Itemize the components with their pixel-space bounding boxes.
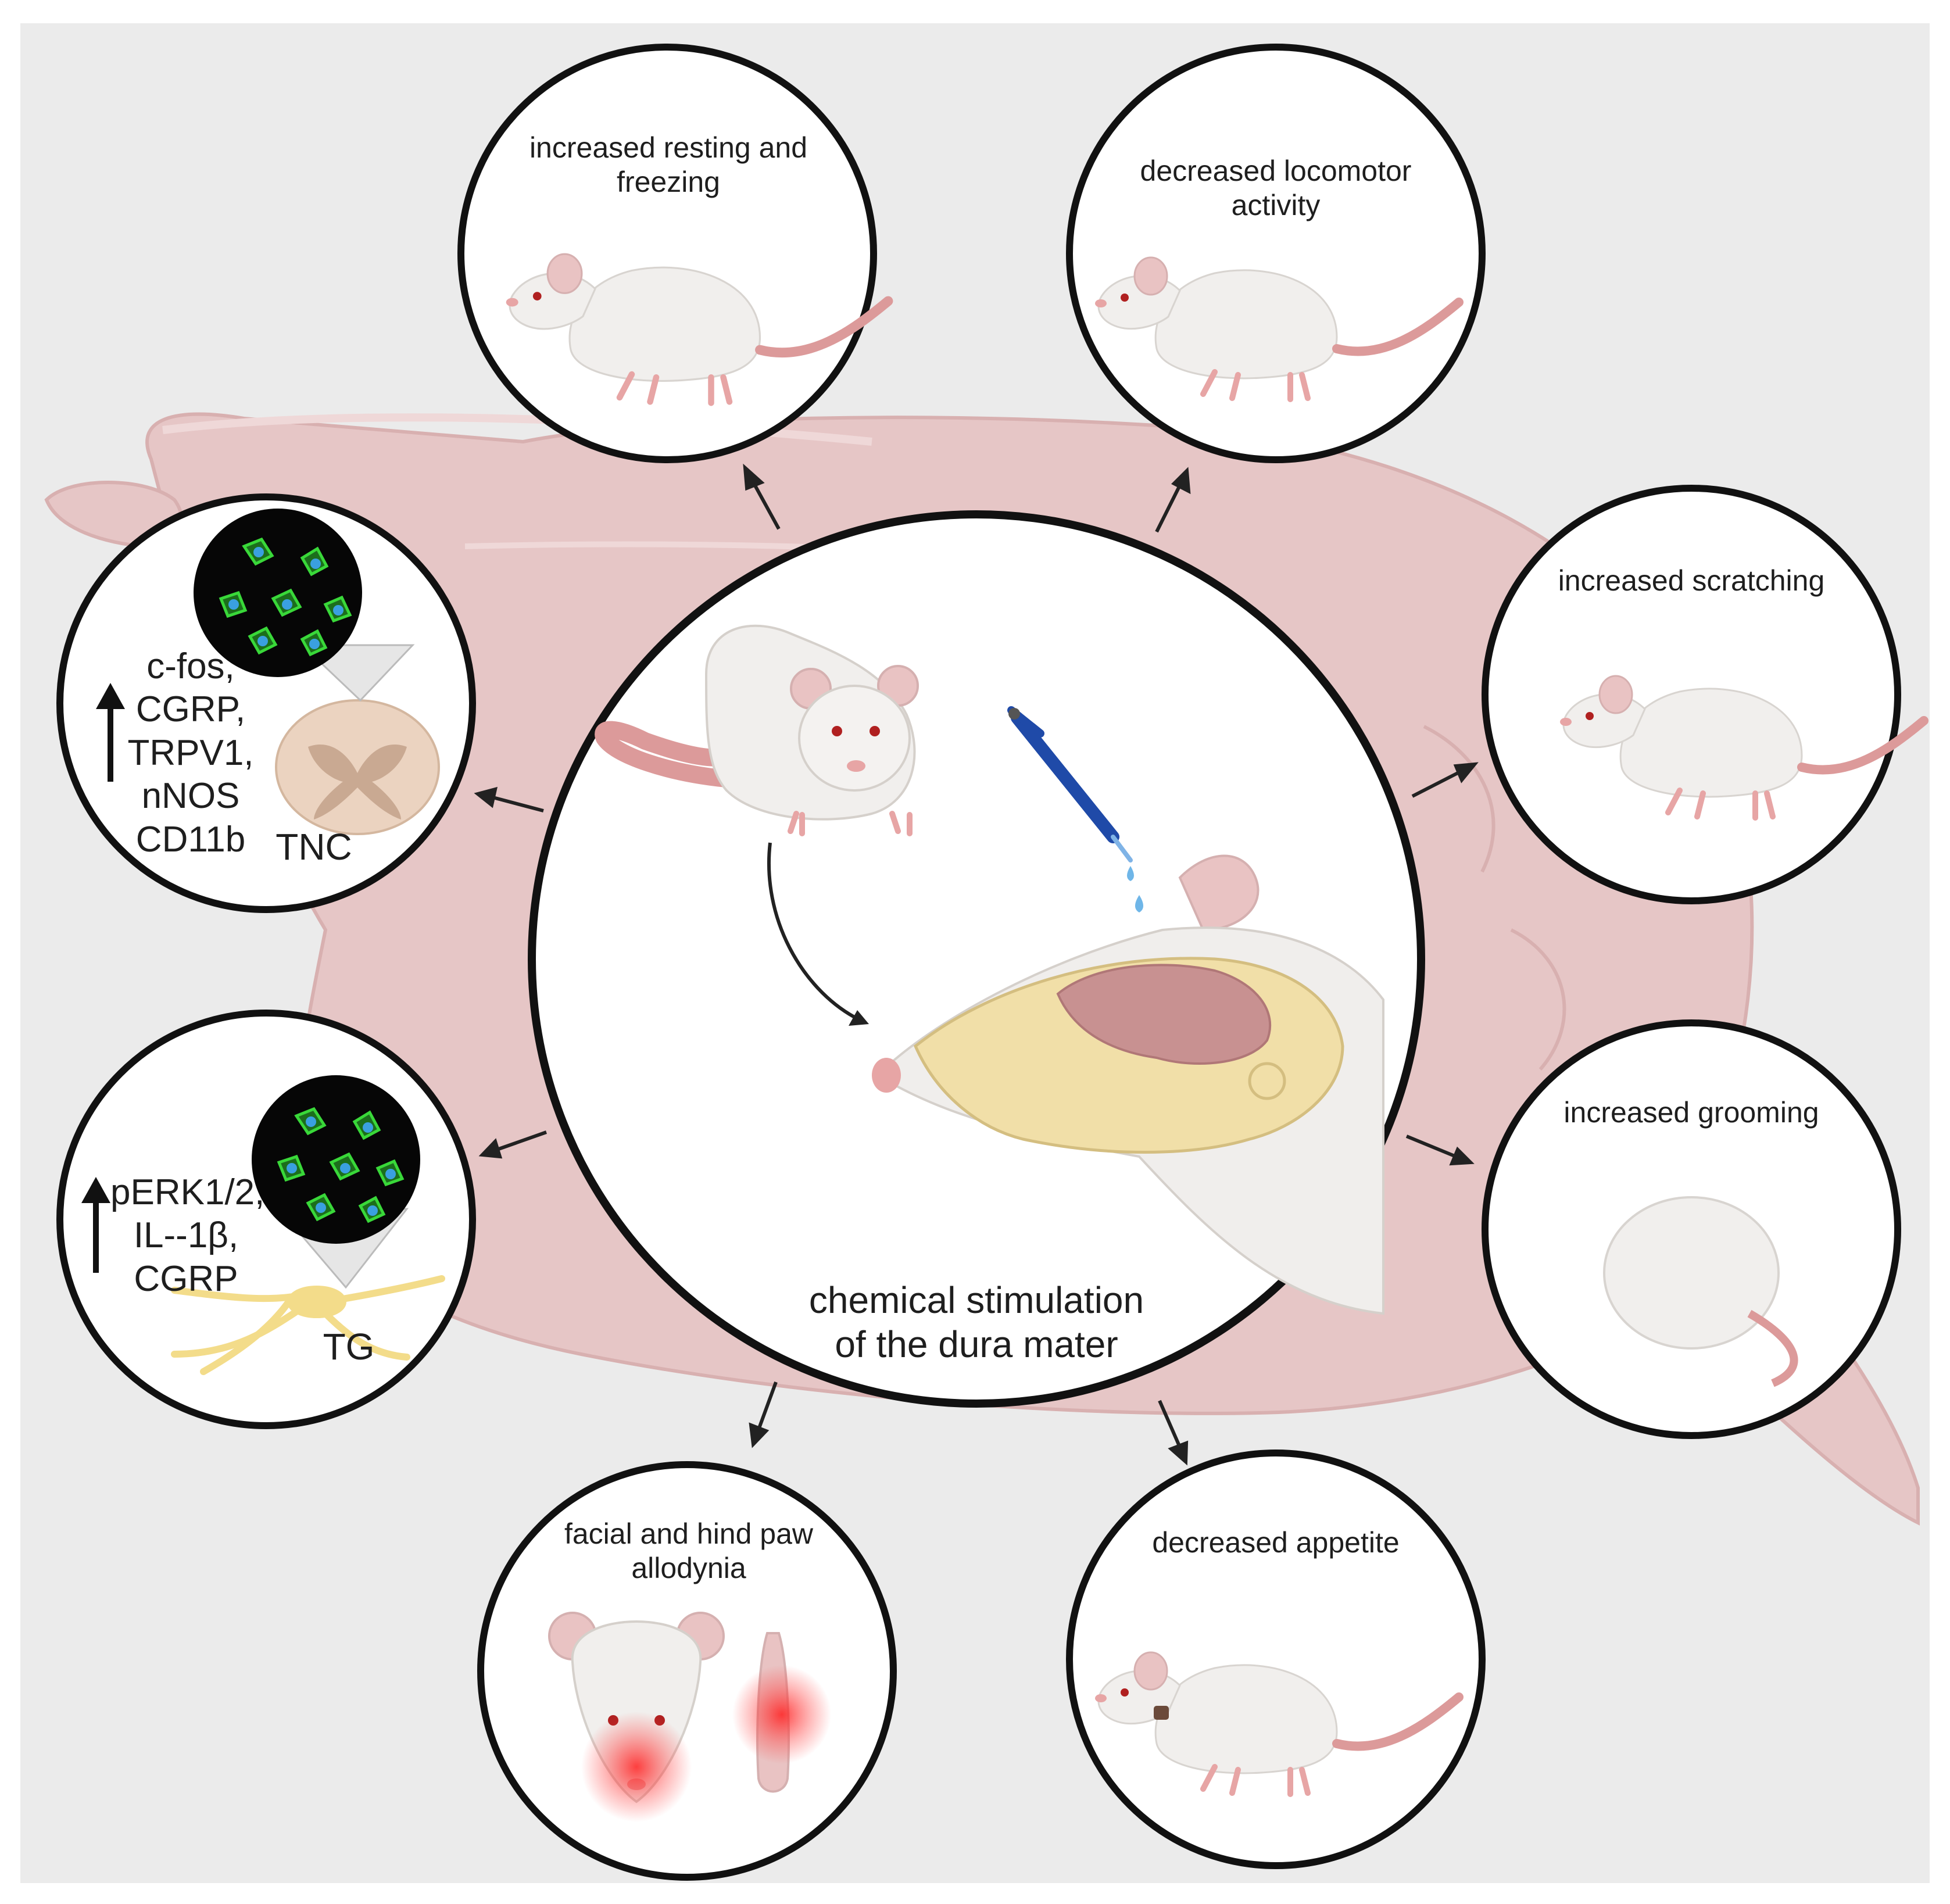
panel-appetite xyxy=(1066,1450,1486,1869)
curved-arrow-head xyxy=(849,1010,869,1026)
rat-face-icon xyxy=(548,1612,725,1822)
tnc-marker-cgrp: CGRP, xyxy=(135,689,246,730)
food-pellet-icon xyxy=(1154,1706,1169,1720)
grooming-label: increased grooming xyxy=(1563,1096,1819,1129)
center-title-label: chemical stimulation of the dura mater xyxy=(715,1279,1238,1366)
panel-locomotor xyxy=(1066,44,1486,463)
scratching-label: increased scratching xyxy=(1558,564,1825,597)
resting-line1: increased resting and xyxy=(529,131,808,164)
panel-allodynia xyxy=(477,1461,897,1881)
tg-region-label: TG xyxy=(323,1326,375,1368)
trigeminal-neuron-icon xyxy=(171,1275,445,1375)
up-arrow-icon xyxy=(96,683,125,782)
tnc-markers-label: c-fos, CGRP, TRPV1, nNOS CD11b xyxy=(127,645,255,861)
panel-tnc xyxy=(56,493,476,913)
tg-marker-perk: pERK1/2, xyxy=(110,1172,265,1212)
up-arrow-icon xyxy=(81,1177,110,1273)
tg-markers-label: pERK1/2, IL--1β, CGRP xyxy=(110,1171,265,1301)
allodynia-label: facial and hind paw allodynia xyxy=(511,1517,866,1586)
connector-arrows xyxy=(474,463,1479,1466)
appetite-label: decreased appetite xyxy=(1152,1526,1400,1559)
immunofluorescence-cells-icon xyxy=(252,1075,420,1244)
allodynia-line1: facial and hind paw xyxy=(564,1518,814,1550)
locomotor-line1: decreased locomotor xyxy=(1140,155,1412,187)
tnc-marker-trpv1: TRPV1, xyxy=(127,732,254,773)
resting-label: increased resting and freezing xyxy=(488,131,849,199)
tnc-region-label: TNC xyxy=(275,826,352,868)
center-title-line1: chemical stimulation xyxy=(808,1279,1144,1321)
rat-skull-icon xyxy=(872,854,1384,1315)
panel-grooming xyxy=(1482,1019,1901,1439)
curved-arrow xyxy=(767,842,856,1019)
immunofluorescence-cells-icon xyxy=(194,509,362,677)
center-title-line2: of the dura mater xyxy=(835,1323,1118,1365)
pipette-icon xyxy=(1007,706,1143,912)
panel-tg xyxy=(56,1010,476,1429)
tnc-marker-nnos: nNOS xyxy=(141,776,240,817)
tnc-marker-cd11b: CD11b xyxy=(135,819,246,860)
allodynia-line2: allodynia xyxy=(631,1552,746,1584)
panel-resting xyxy=(457,44,888,463)
panel-scratching xyxy=(1482,485,1924,904)
locomotor-label: decreased locomotor activity xyxy=(1099,154,1453,223)
resting-line2: freezing xyxy=(617,166,720,198)
tg-marker-cgrp: CGRP xyxy=(134,1258,238,1299)
tnc-marker-cfos: c-fos, xyxy=(146,646,235,686)
locomotor-line2: activity xyxy=(1231,189,1321,221)
hind-paw-icon xyxy=(732,1632,831,1793)
center-panel xyxy=(528,510,1425,1408)
rat-icon xyxy=(595,624,919,836)
spinal-cord-icon xyxy=(275,699,440,835)
tg-marker-il1b: IL--1β, xyxy=(133,1215,239,1256)
